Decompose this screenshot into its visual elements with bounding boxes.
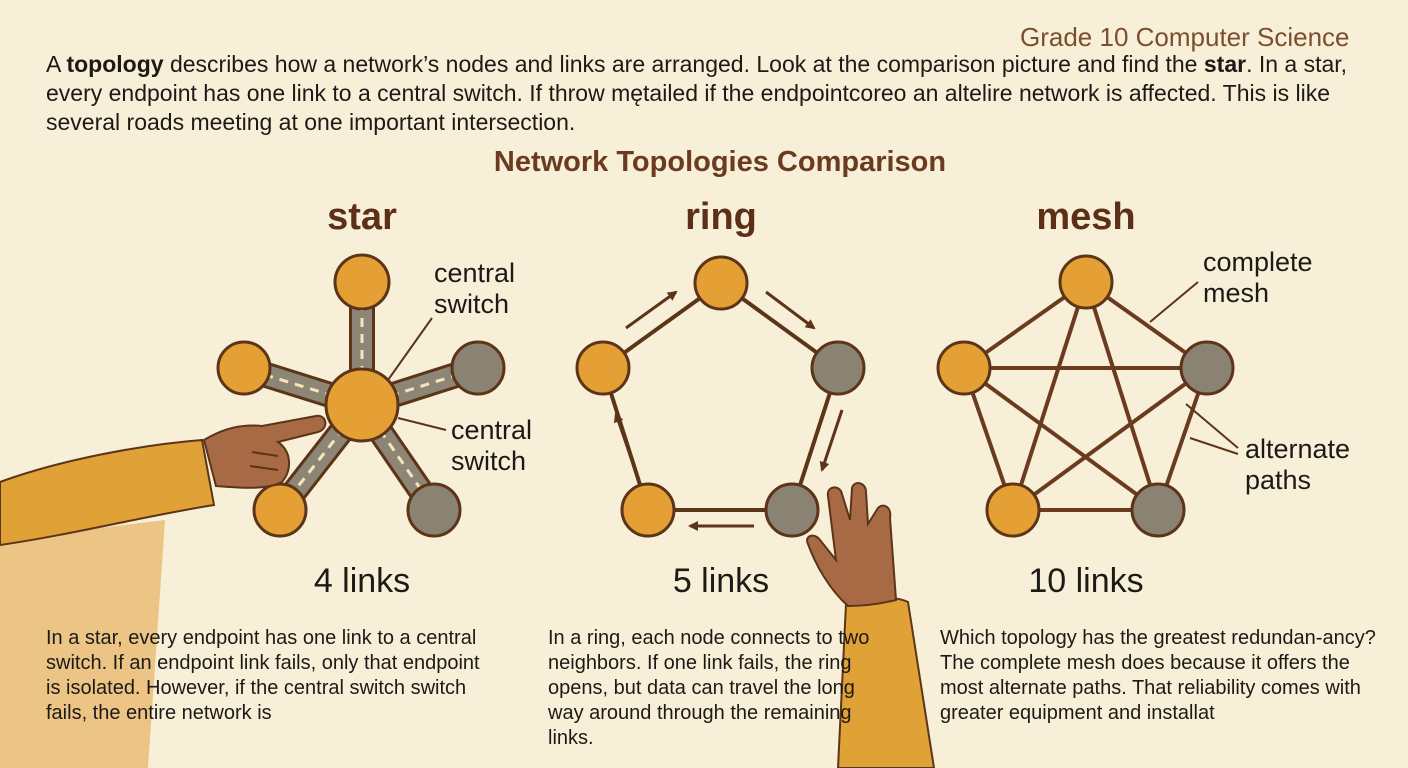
star-node-right [450, 340, 506, 396]
ring-node-bottom-left [620, 482, 676, 538]
star-description: In a star, every endpoint has one link t… [46, 627, 480, 724]
star-node-top [333, 253, 391, 311]
intro-text-1: A [46, 51, 67, 77]
ring-node-left [575, 340, 631, 396]
mesh-node-right [1179, 340, 1235, 396]
mesh-description: Which topology has the greatest redundan… [940, 627, 1376, 724]
star-node-left [216, 340, 272, 396]
mesh-alternate-paths-label: alternate paths [1245, 434, 1351, 495]
intro-text-3: . In a star, every endpoint has one link… [46, 51, 1348, 135]
mesh-node-bottom-left [985, 482, 1041, 538]
diagram-title: Network Topologies Comparison [493, 146, 947, 178]
star-central-switch-label-bottom: central switch [451, 415, 533, 476]
ring-diagram [575, 255, 866, 538]
star-central-switch-label-top: central switch [434, 258, 516, 319]
star-diagram [216, 253, 506, 538]
ring-links-count: 5 links [672, 562, 770, 600]
ring-description: In a ring, each node connects to two nei… [548, 627, 870, 749]
star-node-bottom-right [406, 482, 462, 538]
star-links-count: 4 links [313, 562, 411, 600]
mesh-node-left [936, 340, 992, 396]
mesh-node-bottom-right [1130, 482, 1186, 538]
mesh-node-top [1058, 254, 1114, 310]
intro-term-star: star [1203, 51, 1247, 77]
pointing-hand-left [0, 414, 327, 547]
mesh-complete-label: complete mesh [1203, 247, 1313, 308]
intro-term-topology: topology [66, 51, 164, 77]
mesh-links-count: 10 links [1028, 562, 1144, 600]
ring-title: ring [685, 196, 757, 238]
mesh-diagram [936, 254, 1239, 538]
ring-node-right [810, 340, 866, 396]
left-sleeve-shadow [0, 520, 165, 768]
course-label: Grade 10 Computer Science [1020, 22, 1350, 52]
star-title: star [327, 196, 397, 238]
star-central-switch [324, 367, 400, 443]
star-node-bottom-left [252, 482, 308, 538]
ring-node-top [693, 255, 749, 311]
intro-paragraph: A topology describes how a network’s nod… [46, 50, 1366, 137]
ring-node-bottom-right [764, 482, 820, 538]
intro-text-2: describes how a network’s nodes and link… [163, 51, 1204, 77]
pointing-hand-right [806, 482, 936, 768]
mesh-title: mesh [1036, 196, 1136, 238]
